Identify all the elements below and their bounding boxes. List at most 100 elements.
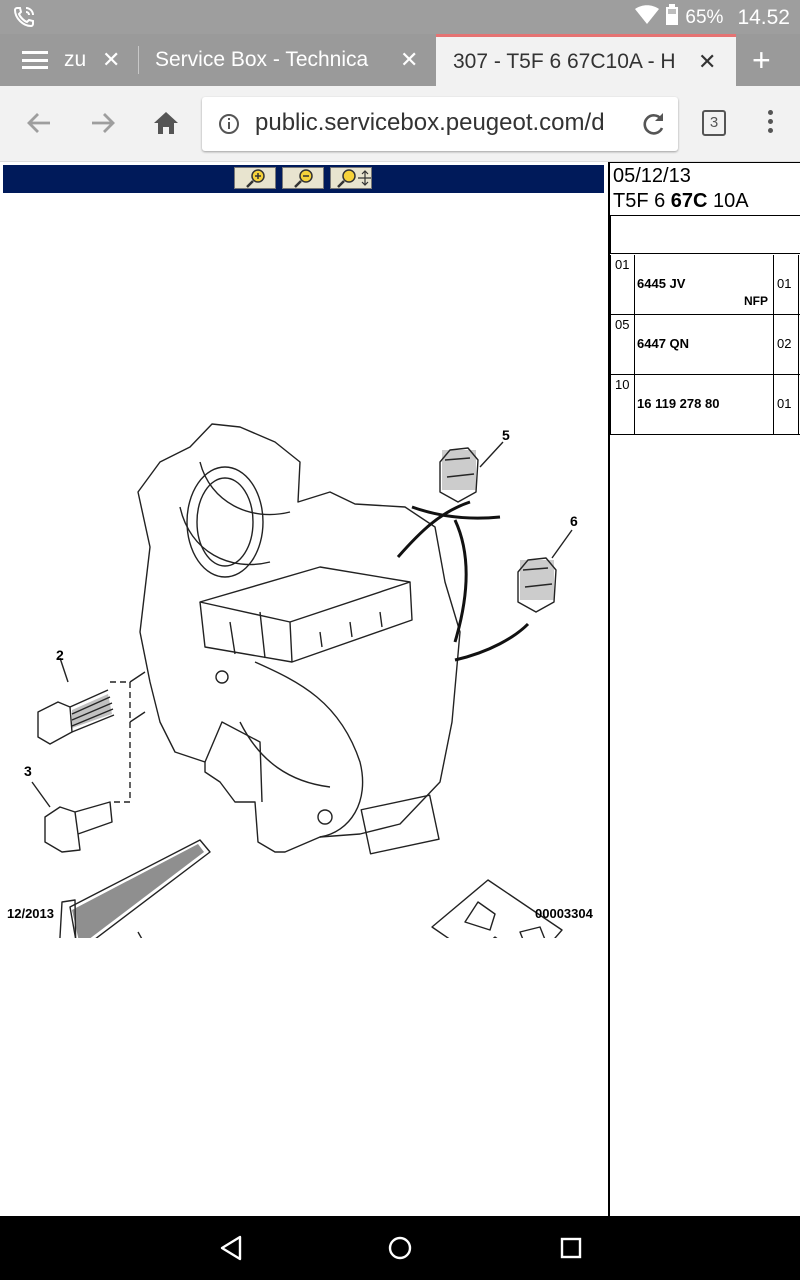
housing-fitting bbox=[215, 670, 229, 684]
zoom-in-icon[interactable] bbox=[234, 167, 276, 189]
part-reference[interactable]: 6447 QN bbox=[637, 336, 690, 351]
system-nav-bar bbox=[0, 1216, 800, 1280]
housing-lower-contour bbox=[254, 661, 364, 838]
parts-row[interactable]: 05 6447 QN 02 bbox=[610, 315, 800, 375]
heater-core-slot bbox=[204, 721, 263, 803]
part-number: 10 bbox=[615, 377, 630, 392]
url-text[interactable]: public.servicebox.peugeot.com/d bbox=[255, 109, 605, 136]
callout-2: 2 bbox=[56, 647, 64, 663]
actuator-part-5-detail bbox=[444, 457, 475, 478]
actuator-link-curve bbox=[453, 519, 468, 643]
tab-strip: zu ✕ Service Box - Technica ✕ 307 - T5F … bbox=[0, 34, 800, 86]
part-reference[interactable]: 16 119 278 80 bbox=[637, 396, 720, 411]
column-line bbox=[634, 255, 635, 315]
parts-header-code: T5F 6 67C 10A bbox=[613, 190, 749, 212]
heater-housing-body bbox=[137, 423, 461, 853]
parts-header-date: 05/12/13 bbox=[613, 165, 691, 187]
callout-5: 5 bbox=[502, 427, 510, 443]
heater-core-part-1-fill bbox=[72, 844, 204, 938]
address-bar[interactable]: public.servicebox.peugeot.com/d bbox=[202, 97, 678, 151]
resistor-part-3-block bbox=[74, 801, 113, 835]
column-line bbox=[798, 255, 799, 315]
nav-home-icon[interactable] bbox=[387, 1234, 413, 1267]
parts-header: 05/12/13 T5F 6 67C 10A bbox=[610, 162, 800, 216]
part-quantity: 01 bbox=[777, 276, 792, 291]
actuator-link-curve bbox=[454, 622, 530, 662]
leader-line-1 bbox=[137, 931, 143, 938]
battery-percent: 65% bbox=[685, 7, 724, 28]
column-line bbox=[773, 255, 774, 315]
blower-opening bbox=[186, 466, 264, 578]
actuator-part-6-fill bbox=[520, 560, 554, 600]
wifi-icon bbox=[635, 5, 660, 31]
parts-header-spacer bbox=[610, 216, 800, 254]
leader-line-2 bbox=[59, 657, 69, 683]
page-content: 5 6 2 3 1 10 12/2013 00003304 05/12/13 T… bbox=[0, 162, 800, 1216]
housing-contour bbox=[179, 506, 271, 566]
air-duct-front bbox=[289, 581, 413, 663]
part-reference[interactable]: 6445 JV bbox=[637, 276, 686, 291]
duct-ribs bbox=[229, 611, 383, 659]
parts-row[interactable]: 01 6445 JV NFP 01 bbox=[610, 255, 800, 315]
part-number: 01 bbox=[615, 257, 630, 272]
pane-divider[interactable] bbox=[608, 162, 610, 1216]
tab-1[interactable]: zu ✕ bbox=[60, 34, 136, 86]
tab-switcher-menu-icon[interactable] bbox=[22, 51, 48, 69]
resistor-part-3 bbox=[44, 806, 81, 853]
actuator-part-6-detail bbox=[522, 567, 553, 588]
zoom-out-icon[interactable] bbox=[282, 167, 324, 189]
tab-count-button[interactable]: 3 bbox=[702, 110, 726, 136]
part-quantity: 02 bbox=[777, 336, 792, 351]
callout-6: 6 bbox=[570, 513, 578, 529]
part-quantity: 01 bbox=[777, 396, 792, 411]
resistor-part-2-fill bbox=[72, 694, 112, 728]
nav-recents-icon[interactable] bbox=[558, 1234, 584, 1267]
site-info-icon[interactable] bbox=[218, 113, 240, 140]
air-duct-top bbox=[199, 566, 411, 623]
tab-3-active[interactable]: 307 - T5F 6 67C10A - H ✕ bbox=[436, 34, 736, 86]
reload-icon[interactable] bbox=[640, 110, 666, 143]
diagram-reference: 00003304 bbox=[535, 906, 593, 921]
back-arrow-icon[interactable] bbox=[24, 106, 54, 145]
actuator-link-curve bbox=[411, 505, 501, 520]
tab-2-title: Service Box - Technica bbox=[155, 48, 369, 71]
tab-1-close-icon[interactable]: ✕ bbox=[102, 47, 121, 72]
housing-fitting bbox=[317, 809, 333, 825]
column-line bbox=[798, 375, 799, 435]
column-line bbox=[634, 375, 635, 435]
parts-row[interactable]: 10 16 119 278 80 01 bbox=[610, 375, 800, 435]
diagram-date: 12/2013 bbox=[7, 906, 54, 921]
part-note: NFP bbox=[744, 294, 768, 308]
resistor-part-2 bbox=[37, 701, 73, 745]
forward-arrow-icon[interactable] bbox=[88, 106, 118, 145]
parts-list-pane: 05/12/13 T5F 6 67C 10A 01 6445 JV NFP 01… bbox=[610, 162, 800, 1216]
overflow-menu-icon[interactable] bbox=[768, 110, 773, 137]
leader-line-3 bbox=[31, 781, 51, 808]
leader-line-6 bbox=[551, 529, 573, 559]
blower-opening-inner bbox=[196, 477, 254, 567]
housing-contour bbox=[199, 461, 291, 516]
new-tab-icon[interactable]: + bbox=[752, 42, 771, 78]
nav-back-icon[interactable] bbox=[218, 1234, 244, 1267]
tab-1-title: zu bbox=[64, 48, 87, 71]
outlet-duct bbox=[360, 794, 440, 855]
column-line bbox=[634, 315, 635, 375]
leader-line-5 bbox=[479, 441, 504, 468]
browser-toolbar: public.servicebox.peugeot.com/d 3 bbox=[0, 86, 800, 162]
air-duct-side bbox=[199, 601, 293, 663]
zoom-pan-icon[interactable] bbox=[330, 167, 372, 189]
actuator-part-5 bbox=[439, 447, 479, 503]
battery-icon bbox=[665, 4, 679, 32]
diagram-pane: 5 6 2 3 1 10 12/2013 00003304 bbox=[0, 162, 608, 1216]
part-number: 05 bbox=[615, 317, 630, 332]
tab-2[interactable]: Service Box - Technica ✕ bbox=[140, 34, 436, 86]
tab-3-close-icon[interactable]: ✕ bbox=[698, 48, 717, 74]
parts-diagram: 5 6 2 3 1 10 bbox=[24, 423, 578, 938]
heater-core-part-1-endcap bbox=[59, 899, 77, 938]
tab-2-close-icon[interactable]: ✕ bbox=[400, 47, 419, 72]
resistor-part-2-fins bbox=[69, 689, 115, 733]
column-line bbox=[798, 315, 799, 375]
home-icon[interactable] bbox=[152, 106, 180, 145]
tab-separator bbox=[138, 46, 139, 74]
callout-3: 3 bbox=[24, 763, 32, 779]
